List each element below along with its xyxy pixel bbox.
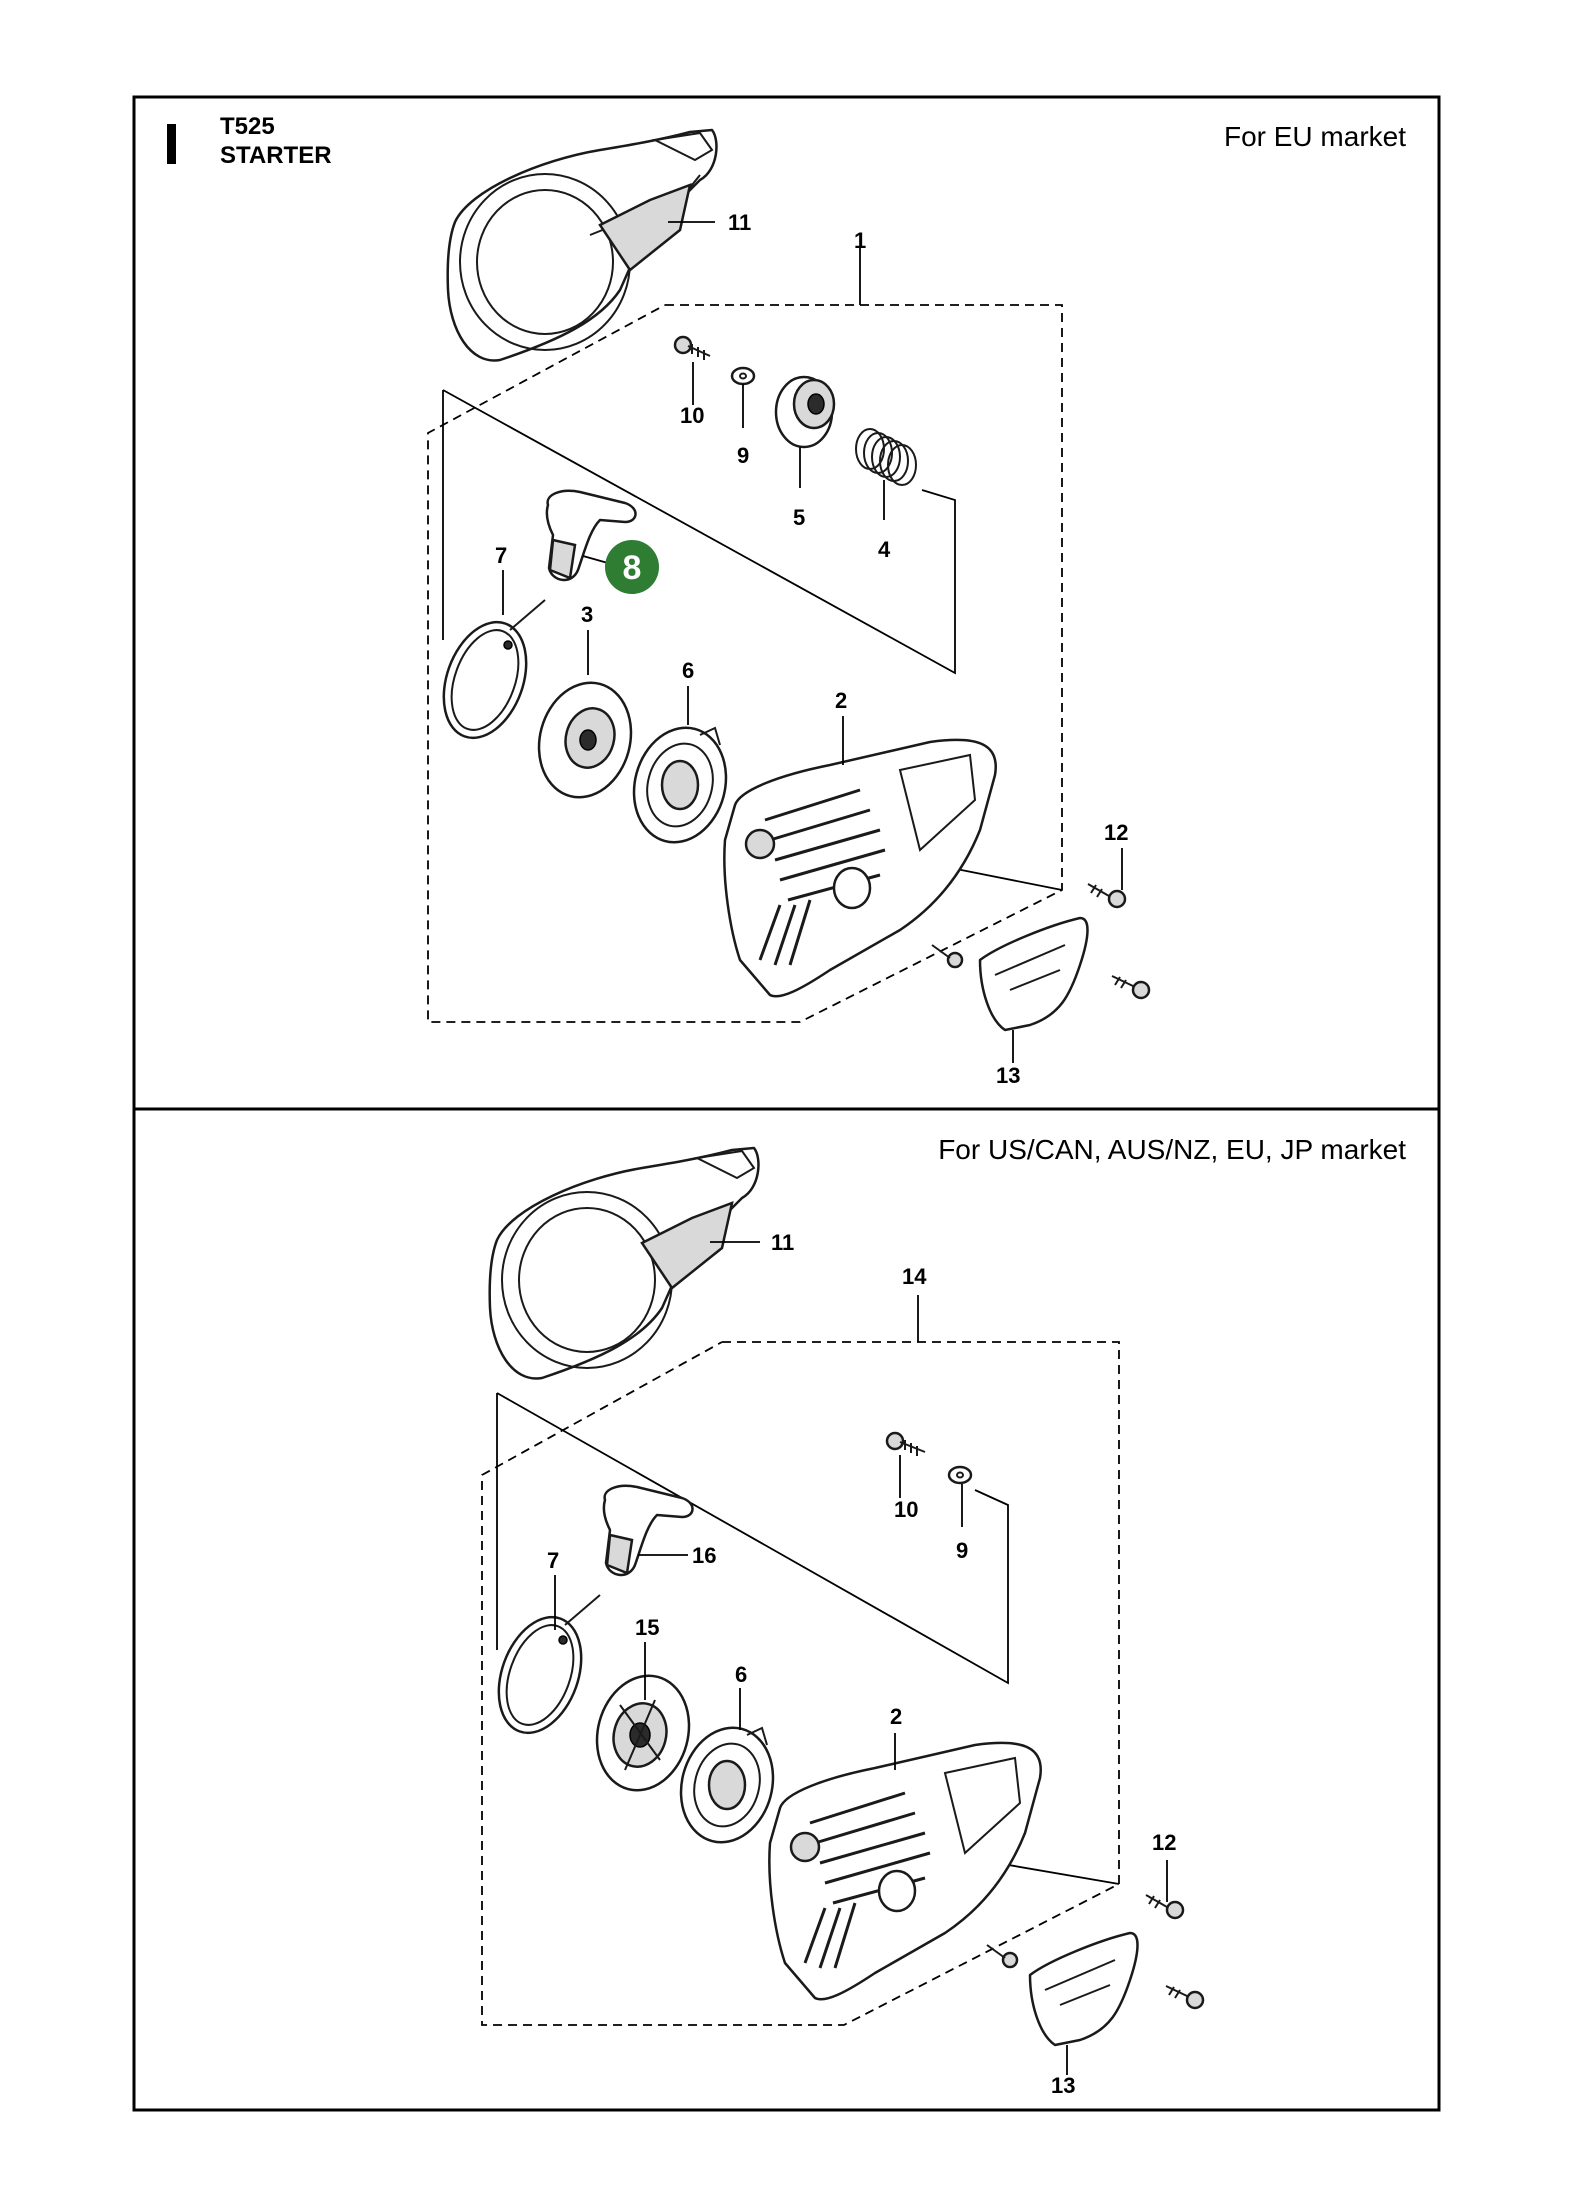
label-global-6: 6 <box>735 1662 747 1687</box>
label-eu-3: 3 <box>581 602 593 627</box>
section-title: STARTER <box>220 142 332 169</box>
label-global-15: 15 <box>635 1615 659 1640</box>
part-9-washer <box>730 366 756 386</box>
part-11-cover-2 <box>488 1146 760 1380</box>
label-global-16: 16 <box>692 1543 716 1568</box>
label-global-13: 13 <box>1051 2073 1075 2098</box>
part-4-spring <box>855 428 917 486</box>
model-code: T525 <box>220 113 275 140</box>
label-eu-2: 2 <box>835 688 847 713</box>
part-11-cover <box>446 128 718 362</box>
part-6-plate-2 <box>679 1726 775 1844</box>
label-global-12: 12 <box>1152 1830 1176 1855</box>
part-6-plate <box>632 726 728 844</box>
part-13-badge <box>978 916 1089 1032</box>
part-5-hub <box>774 375 836 449</box>
kit-14-outline <box>481 1341 1120 2026</box>
part-9-washer-2 <box>947 1465 973 1485</box>
label-eu-10: 10 <box>680 403 704 428</box>
label-eu-11: 11 <box>728 210 751 235</box>
market-label-eu: For EU market <box>1224 121 1406 152</box>
part-2-housing-2 <box>768 1741 1042 2001</box>
part-8-handle <box>545 489 637 582</box>
label-eu-5: 5 <box>793 505 805 530</box>
section-marker-bar-icon <box>167 124 176 164</box>
market-label-global: For US/CAN, AUS/NZ, EU, JP market <box>938 1134 1406 1165</box>
label-global-11: 11 <box>771 1230 794 1255</box>
part-10-screw <box>673 335 711 360</box>
part-13-badge-2 <box>1028 1931 1139 2047</box>
label-global-14: 14 <box>902 1264 927 1289</box>
label-global-2: 2 <box>890 1704 902 1729</box>
label-global-10: 10 <box>894 1497 918 1522</box>
label-eu-7: 7 <box>495 543 507 568</box>
panel-global-drawing <box>481 1146 1205 2075</box>
part-12-screws <box>931 883 1151 1000</box>
label-eu-13: 13 <box>996 1063 1020 1088</box>
highlight-badge-icon[interactable]: 8 <box>605 540 659 594</box>
highlight-badge-circle <box>605 540 659 594</box>
kit-1-outline <box>427 304 1063 1023</box>
label-global-9: 9 <box>956 1538 968 1563</box>
part-7-rope-2 <box>497 1594 601 1735</box>
label-global-7: 7 <box>547 1548 559 1573</box>
part-7-rope <box>442 599 546 740</box>
part-10-screw-2 <box>885 1431 926 1456</box>
panel-eu-drawing <box>427 128 1151 1063</box>
part-15-pulley <box>595 1674 691 1792</box>
part-16-handle <box>602 1484 694 1577</box>
label-eu-12: 12 <box>1104 820 1128 845</box>
part-2-housing <box>723 738 997 998</box>
panel-global-frame <box>132 1107 1441 2112</box>
label-eu-1: 1 <box>854 228 866 253</box>
label-eu-6: 6 <box>682 658 694 683</box>
part-3-pulley <box>537 681 633 799</box>
highlight-badge-label: 8 <box>623 549 642 587</box>
label-eu-9: 9 <box>737 443 749 468</box>
label-eu-4: 4 <box>878 537 891 562</box>
part-12-screws-2 <box>986 1894 1205 2010</box>
